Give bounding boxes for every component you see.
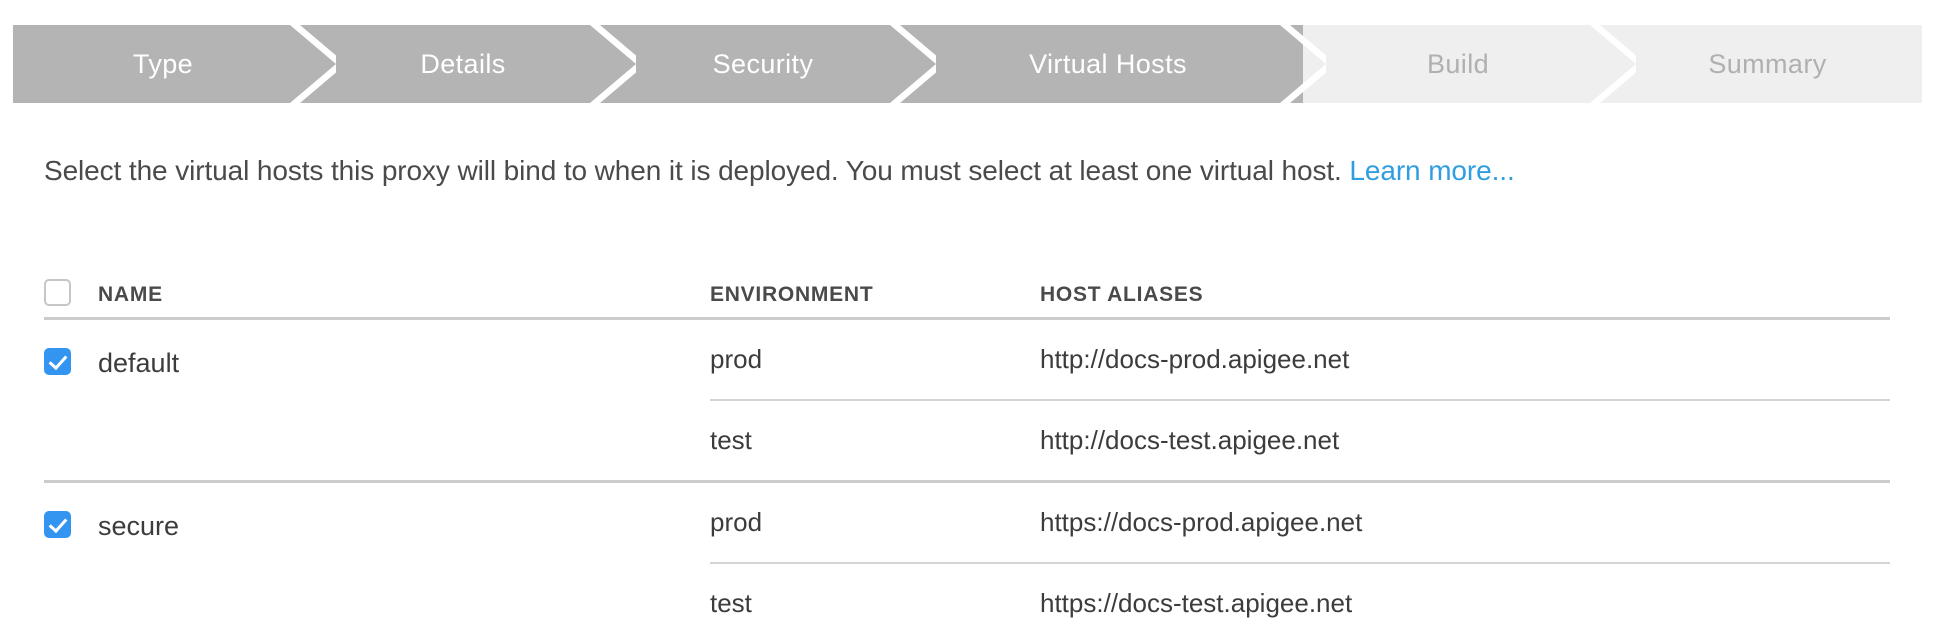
row-checkbox-cell xyxy=(44,511,98,543)
entry-host-alias: https://docs-prod.apigee.net xyxy=(1040,507,1363,537)
step-label: Details xyxy=(420,48,506,79)
step-label: Build xyxy=(1426,48,1490,79)
step-label: Type xyxy=(132,48,194,79)
entry-host-alias: http://docs-test.apigee.net xyxy=(1040,425,1340,455)
intro-description: Select the virtual hosts this proxy will… xyxy=(44,155,1350,186)
entry-row: test https://docs-test.apigee.net xyxy=(710,564,1890,643)
entry-environment: prod xyxy=(710,507,763,537)
step-label: Virtual Hosts xyxy=(1029,48,1187,79)
row-identity-cell: secure xyxy=(44,483,710,643)
table-body: default prod http://docs-prod.apigee.net te… xyxy=(44,317,1890,643)
row-checkbox-secure[interactable] xyxy=(44,511,71,538)
group-separator xyxy=(44,317,1890,320)
row-entries: prod http://docs-prod.apigee.net test http:… xyxy=(710,320,1890,480)
header-environment: ENVIRONMENT xyxy=(710,282,874,306)
wizard-step-type[interactable]: Type xyxy=(13,25,313,103)
entry-host-alias: http://docs-prod.apigee.net xyxy=(1040,344,1350,374)
entry-separator xyxy=(710,399,1890,401)
select-all-checkbox[interactable] xyxy=(44,278,71,306)
row-name: secure xyxy=(98,511,180,541)
row-name: default xyxy=(98,348,180,378)
wizard-step-details[interactable]: Details xyxy=(313,25,613,103)
step-background xyxy=(913,25,1303,103)
table-row: default prod http://docs-prod.apigee.net te… xyxy=(44,320,1890,480)
step-background xyxy=(13,25,313,103)
wizard-step-build[interactable]: Build xyxy=(1303,25,1613,103)
wizard-step-summary[interactable]: Summary xyxy=(1613,25,1922,103)
entry-environment: test xyxy=(710,425,752,455)
row-identity-cell: default xyxy=(44,320,710,480)
entry-row: test http://docs-test.apigee.net xyxy=(710,401,1890,480)
header-name: NAME xyxy=(98,282,163,306)
row-checkbox-default[interactable] xyxy=(44,348,71,375)
entry-row: prod http://docs-prod.apigee.net xyxy=(710,320,1890,399)
step-label: Summary xyxy=(1708,48,1827,79)
learn-more-link[interactable]: Learn more... xyxy=(1349,155,1515,186)
row-entries: prod https://docs-prod.apigee.net test http… xyxy=(710,483,1890,643)
entry-environment: prod xyxy=(710,344,763,374)
header-host-aliases: HOST ALIASES xyxy=(1040,282,1204,306)
entry-environment: test xyxy=(710,588,752,618)
entry-row: prod https://docs-prod.apigee.net xyxy=(710,483,1890,562)
entry-separator xyxy=(710,562,1890,564)
wizard-step-security[interactable]: Security xyxy=(613,25,913,103)
entry-host-alias: https://docs-test.apigee.net xyxy=(1040,588,1353,618)
wizard-step-virtual-hosts[interactable]: Virtual Hosts xyxy=(913,25,1303,103)
select-all-cell xyxy=(44,278,98,311)
step-background xyxy=(613,25,913,103)
step-label: Security xyxy=(712,48,814,79)
intro-text: Select the virtual hosts this proxy will… xyxy=(44,155,1515,187)
group-separator xyxy=(44,480,1890,483)
step-background xyxy=(313,25,613,103)
table-row: secure prod https://docs-prod.apigee.net te… xyxy=(44,483,1890,643)
table-header-row: NAME ENVIRONMENT HOST ALIASES xyxy=(44,272,1890,317)
wizard-stepper: Type Details Security Virtual Hosts Build Sum… xyxy=(13,25,1922,103)
row-checkbox-cell xyxy=(44,348,98,380)
virtual-hosts-table: NAME ENVIRONMENT HOST ALIASES default pro… xyxy=(44,272,1890,643)
